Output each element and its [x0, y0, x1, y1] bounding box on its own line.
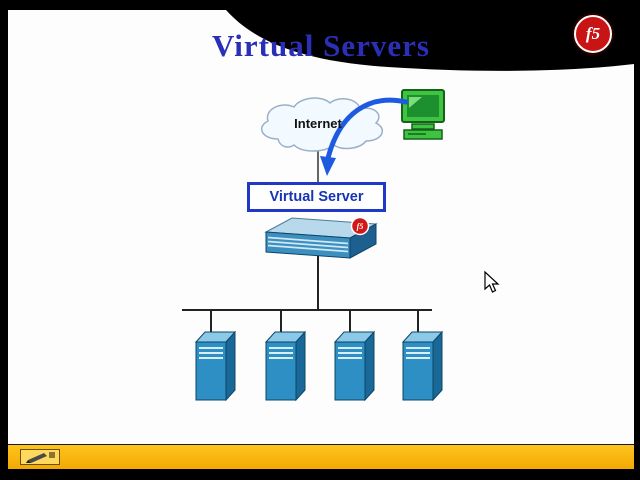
server-tower: [401, 330, 444, 402]
header-swoosh-shape: [226, 10, 634, 71]
device-f5-badge: f5: [350, 216, 370, 236]
slide-canvas: f5: [8, 10, 634, 444]
server-tower: [333, 330, 376, 402]
network-diagram: f5: [182, 10, 634, 402]
page-title: Virtual Servers: [212, 28, 430, 63]
virtual-server-label: Virtual Server: [269, 189, 364, 205]
annotation-pen-button[interactable]: [20, 449, 60, 465]
desktop-computer-icon: [401, 89, 445, 140]
pen-icon: [20, 449, 60, 465]
load-balancer-device: f5: [264, 216, 378, 259]
internet-label: Internet: [294, 116, 342, 131]
svg-text:f5: f5: [357, 222, 364, 231]
virtual-server-box: Virtual Server: [247, 182, 386, 212]
server-tower: [264, 330, 307, 402]
network-bus-line: [182, 256, 432, 311]
connection-arrow-icon: [320, 97, 409, 176]
f5-logo: f5: [574, 15, 612, 53]
mouse-cursor-icon: [484, 270, 500, 293]
bottom-toolbar: [8, 444, 634, 469]
server-tower: [194, 330, 237, 402]
server-drop-lines: [210, 310, 419, 336]
f5-logo-text: f5: [585, 24, 601, 43]
